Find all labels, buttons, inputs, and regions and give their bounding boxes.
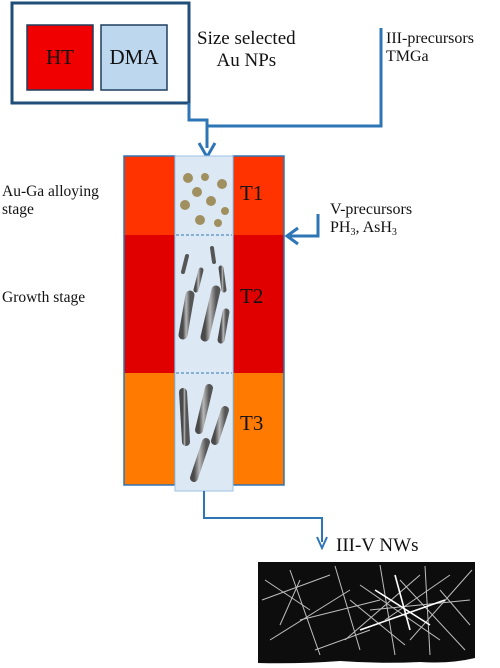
group3-feed-line <box>207 28 383 128</box>
zone-t2-label: T2 <box>240 284 264 308</box>
micrograph-wire <box>424 565 431 656</box>
micrograph-wire <box>299 599 381 621</box>
ht-box <box>26 24 94 91</box>
au-particle <box>192 187 202 197</box>
alloying-stage-line2: stage <box>2 200 34 218</box>
au-particle <box>221 207 229 215</box>
nanowire <box>210 246 216 264</box>
size-selected-caption: Size selected Au NPs <box>197 28 296 72</box>
ph3-sub: 3 <box>350 227 356 239</box>
micrograph-wire <box>369 599 471 611</box>
zone-t3-label: T3 <box>240 411 264 435</box>
micrograph-wire <box>269 589 351 641</box>
alloying-stage-label: Au-Ga alloying stage <box>2 183 99 219</box>
left-wall-zone3 <box>124 373 175 485</box>
outlet-arrowhead <box>316 536 328 551</box>
micrograph-wire <box>279 579 301 626</box>
right-wall-zone3 <box>233 373 284 485</box>
micrograph-wire <box>334 565 361 651</box>
nanowire <box>200 285 221 342</box>
ash3-base: AsH <box>362 219 392 237</box>
micrograph-wire <box>409 569 473 641</box>
ph3-base: PH <box>330 219 351 237</box>
nanowire <box>181 254 189 274</box>
group3-caption: III-precursors TMGa <box>386 30 474 67</box>
outlet-line <box>203 491 323 542</box>
left-wall-zone2 <box>124 235 175 373</box>
nanowire <box>217 308 230 344</box>
au-particle <box>195 215 205 225</box>
micrograph-wire <box>374 589 431 626</box>
np-feed-line <box>187 103 209 148</box>
au-particle <box>217 179 227 189</box>
au-particle <box>201 173 209 181</box>
precursor-separator: , <box>355 219 363 237</box>
micrograph-wire <box>379 564 396 656</box>
micrograph-wire <box>289 569 321 656</box>
au-particle <box>180 200 190 210</box>
right-wall-zone1 <box>233 156 284 235</box>
right-wall-zone2 <box>233 235 284 373</box>
ht-label: HT <box>46 45 74 69</box>
nanowire <box>193 267 204 293</box>
group5-caption: V-precursors PH3, AsH3 <box>330 201 412 239</box>
nanowires <box>178 246 230 482</box>
micrograph-background <box>258 562 475 664</box>
micrograph-wire <box>384 574 451 621</box>
micrograph-wire <box>359 599 446 631</box>
au-particle <box>183 173 193 183</box>
group5-arrowhead <box>284 226 299 246</box>
nanowire <box>195 384 213 434</box>
group3-line2: TMGa <box>386 48 429 66</box>
ash3-sub: 3 <box>391 227 397 239</box>
nanowire <box>178 290 195 340</box>
au-particle <box>206 196 216 206</box>
left-wall-zone1 <box>124 156 175 235</box>
output-label: III-V NWs <box>336 535 419 556</box>
micrograph-wire <box>349 599 406 646</box>
group5-line2: PH3, AsH3 <box>330 219 412 239</box>
micrograph-wire <box>344 574 421 641</box>
group5-feed-line <box>290 214 320 238</box>
nanowire <box>179 388 190 446</box>
au-particle <box>214 219 222 227</box>
dma-label: DMA <box>109 45 159 69</box>
nanowire <box>211 406 229 445</box>
size-selected-line1: Size selected <box>197 28 296 49</box>
group3-line1: III-precursors <box>386 30 474 47</box>
micrograph-wire <box>264 579 311 611</box>
micrograph-wire <box>439 589 471 626</box>
nanowire <box>190 438 210 482</box>
group5-line1: V-precursors <box>330 201 413 218</box>
zone-t1-label: T1 <box>240 181 264 205</box>
alloying-stage-line1: Au-Ga alloying <box>2 183 99 200</box>
nanowire-micrograph <box>258 562 475 664</box>
micrograph-wire <box>394 574 411 631</box>
dma-box <box>100 24 168 91</box>
nanowire <box>218 265 227 293</box>
au-nanoparticles <box>180 173 229 227</box>
growth-stage-label: Growth stage <box>2 289 86 306</box>
size-selected-line2: Au NPs <box>216 49 277 71</box>
micrograph-wire <box>314 629 371 651</box>
micrograph-wire <box>359 584 441 641</box>
